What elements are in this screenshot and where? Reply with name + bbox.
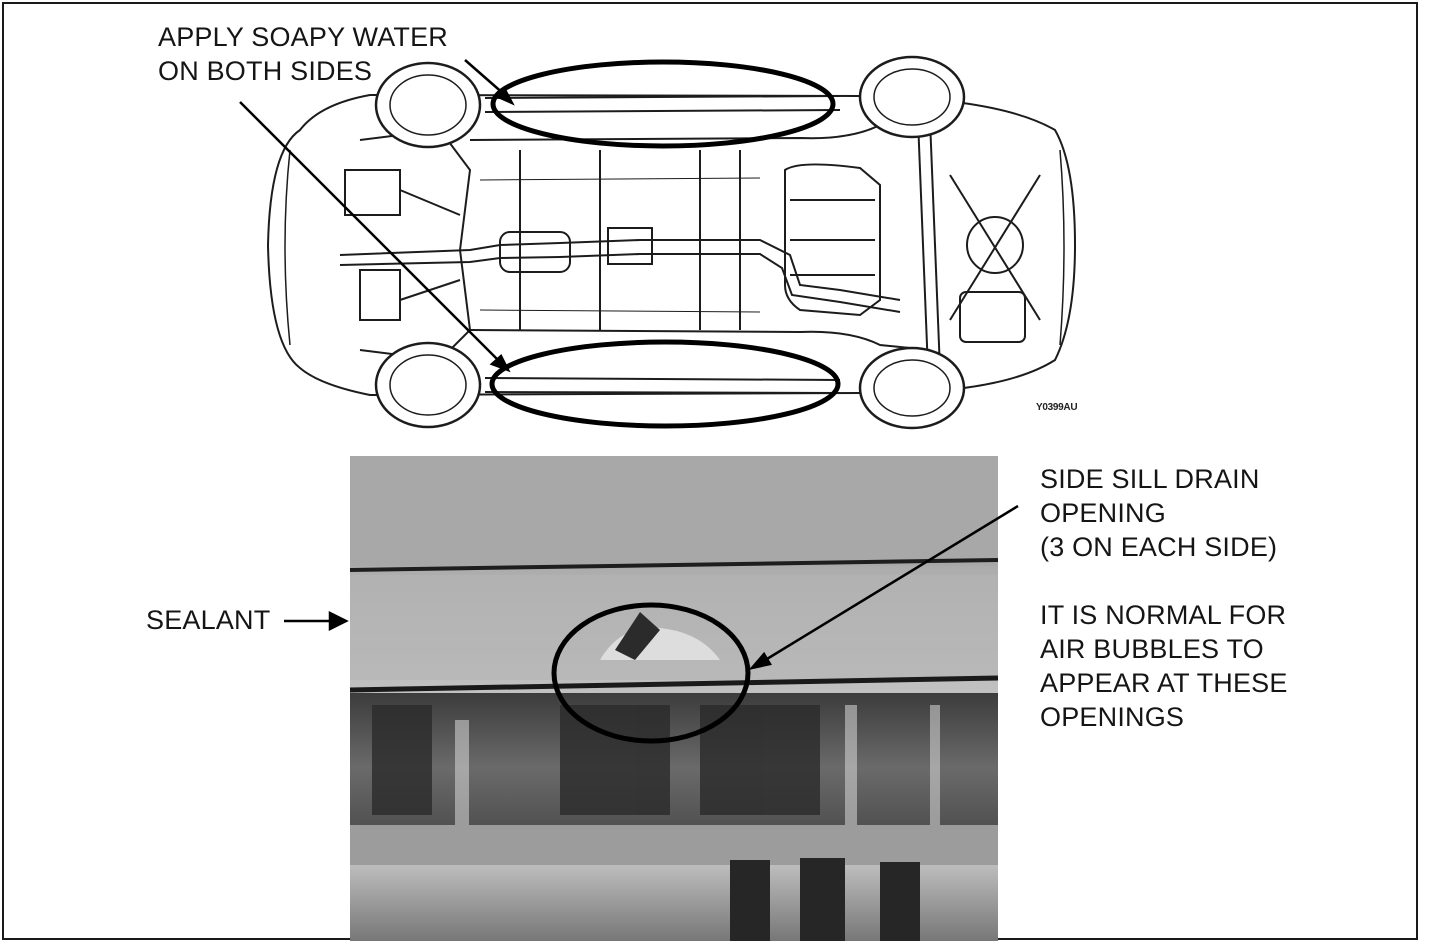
side-sill-drain-line-1: SIDE SILL DRAIN: [1040, 464, 1260, 494]
sealant-label: SEALANT: [146, 605, 271, 635]
air-bubbles-line-4: OPENINGS: [1040, 702, 1185, 732]
air-bubbles-line-1: IT IS NORMAL FOR: [1040, 600, 1287, 630]
apply-soapy-water-line-1: APPLY SOAPY WATER: [158, 22, 448, 52]
side-sill-drain-label: SIDE SILL DRAIN OPENING (3 ON EACH SIDE): [1040, 462, 1277, 564]
air-bubbles-line-2: AIR BUBBLES TO: [1040, 634, 1264, 664]
side-sill-drain-line-2: OPENING: [1040, 498, 1166, 528]
figure-code: Y0399AU: [1036, 402, 1078, 413]
side-sill-drain-line-3: (3 ON EACH SIDE): [1040, 532, 1278, 562]
apply-soapy-water-line-2: ON BOTH SIDES: [158, 56, 373, 86]
air-bubbles-note: IT IS NORMAL FOR AIR BUBBLES TO APPEAR A…: [1040, 598, 1288, 734]
apply-soapy-water-label: APPLY SOAPY WATER ON BOTH SIDES: [158, 20, 448, 88]
air-bubbles-line-3: APPEAR AT THESE: [1040, 668, 1288, 698]
